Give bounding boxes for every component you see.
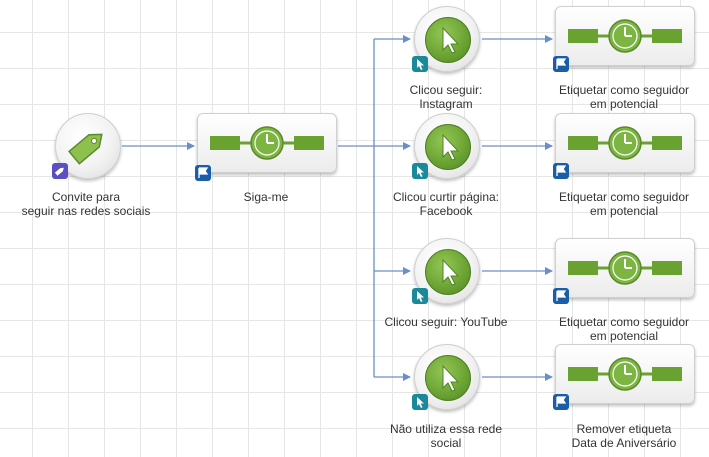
timer-icon [568, 19, 682, 53]
timer-icon [568, 126, 682, 160]
youtube-label: Clicou seguir: YouTube [384, 315, 508, 329]
trigger-label-line2: seguir nas redes sociais [21, 204, 151, 218]
flag-badge-icon [553, 56, 569, 72]
remove-label-line1: Remover etiqueta [576, 422, 672, 436]
tag-badge-icon [52, 163, 68, 179]
facebook-label-line2: Facebook [419, 204, 473, 218]
cursor-click-icon [442, 133, 460, 161]
instagram-label-line1: Clicou seguir: [409, 83, 483, 97]
facebook-label: Clicou curtir página: Facebook [376, 190, 516, 218]
cursor-click-icon [442, 258, 460, 286]
flag-badge-icon [553, 288, 569, 304]
flag-badge-icon [195, 165, 211, 181]
tag2-label-line1: Etiquetar como seguidor [558, 190, 690, 204]
cursor-badge-icon [412, 163, 428, 179]
click-circle[interactable] [414, 238, 480, 304]
wait-box[interactable] [555, 6, 695, 66]
tag3-label-line1: Etiquetar como seguidor [558, 315, 690, 329]
tag3-label-line2: em potencial [589, 329, 659, 343]
instagram-label-line2: Instagram [419, 97, 473, 111]
tag2-label: Etiquetar como seguidor em potencial [546, 190, 702, 218]
cursor-badge-icon [412, 394, 428, 410]
cursor-click-icon [442, 26, 460, 54]
cursor-click-icon [442, 364, 460, 392]
tag1-label: Etiquetar como seguidor em potencial [546, 83, 702, 111]
tag2-label-line2: em potencial [589, 204, 659, 218]
instagram-label: Clicou seguir: Instagram [376, 83, 516, 111]
none-label: Não utiliza essa rede social [376, 422, 516, 450]
flag-badge-icon [553, 163, 569, 179]
trigger-label: Convite para seguir nas redes sociais [0, 190, 172, 218]
timer-icon [568, 251, 682, 285]
none-label-line1: Não utiliza essa rede [389, 422, 503, 436]
cursor-badge-icon [412, 56, 428, 72]
wait-box[interactable] [555, 113, 695, 173]
none-label-line2: social [430, 436, 462, 450]
tag1-label-line1: Etiquetar como seguidor [558, 83, 690, 97]
timer-icon [568, 357, 682, 391]
trigger-label-line1: Convite para [51, 190, 121, 204]
tag3-label: Etiquetar como seguidor em potencial [546, 315, 702, 343]
facebook-label-line1: Clicou curtir página: [392, 190, 500, 204]
remove-label-line2: Data de Aniversário [571, 436, 677, 450]
tag-icon [68, 133, 103, 165]
flag-badge-icon [553, 394, 569, 410]
remove-label: Remover etiqueta Data de Aniversário [546, 422, 702, 450]
cursor-badge-icon [412, 288, 428, 304]
wait-label: Siga-me [243, 190, 289, 204]
wait-box[interactable] [555, 238, 695, 298]
tag1-label-line2: em potencial [589, 97, 659, 111]
click-circle[interactable] [414, 6, 480, 72]
wait-box[interactable] [555, 344, 695, 404]
wait-box[interactable] [197, 113, 337, 173]
timer-icon [210, 126, 324, 160]
